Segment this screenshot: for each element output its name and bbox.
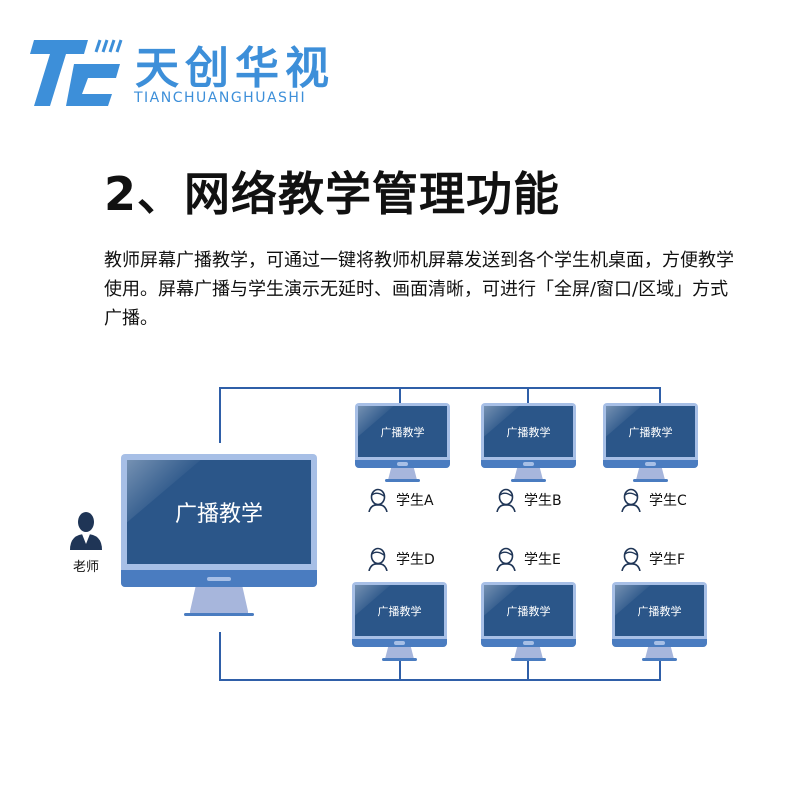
monitor-screen: 广播教学 bbox=[484, 585, 573, 636]
student-icon bbox=[496, 488, 516, 512]
student-icon bbox=[496, 547, 516, 571]
student-label: 学生C bbox=[621, 488, 687, 512]
student-name: 学生F bbox=[649, 552, 686, 568]
monitor-screen: 广播教学 bbox=[484, 406, 573, 457]
monitor-screen: 广播教学 bbox=[355, 585, 444, 636]
connection-line bbox=[399, 387, 401, 404]
connection-line bbox=[219, 387, 221, 443]
student-monitor: 广播教学 bbox=[481, 582, 576, 661]
connection-line bbox=[527, 387, 529, 404]
student-icon bbox=[621, 488, 641, 512]
student-name: 学生E bbox=[524, 552, 561, 568]
connection-line bbox=[219, 632, 221, 680]
student-icon bbox=[368, 488, 388, 512]
student-monitor: 广播教学 bbox=[603, 403, 698, 482]
connection-line bbox=[219, 387, 661, 389]
teacher-monitor: 广播教学 bbox=[121, 454, 317, 616]
student-label: 学生D bbox=[368, 547, 435, 571]
monitor-screen: 广播教学 bbox=[127, 460, 311, 564]
connection-line bbox=[659, 660, 661, 680]
student-label: 学生A bbox=[368, 488, 434, 512]
student-label: 学生B bbox=[496, 488, 562, 512]
student-name: 学生B bbox=[524, 493, 562, 509]
student-monitor: 广播教学 bbox=[612, 582, 707, 661]
teacher-icon bbox=[70, 512, 102, 550]
monitor-screen: 广播教学 bbox=[615, 585, 704, 636]
student-label: 学生E bbox=[496, 547, 561, 571]
student-icon bbox=[368, 547, 388, 571]
student-monitor: 广播教学 bbox=[355, 403, 450, 482]
teacher-label: 老师 bbox=[72, 560, 99, 575]
logo-text-en: TIANCHUANGHUASHI bbox=[134, 90, 307, 106]
description: 教师屏幕广播教学，可通过一键将教师机屏幕发送到各个学生机桌面，方便教学使用。屏幕… bbox=[104, 250, 734, 329]
student-name: 学生D bbox=[396, 552, 435, 568]
student-monitor: 广播教学 bbox=[481, 403, 576, 482]
student-name: 学生A bbox=[396, 493, 434, 509]
connection-line bbox=[399, 660, 401, 680]
student-label: 学生F bbox=[621, 547, 685, 571]
monitor-screen: 广播教学 bbox=[358, 406, 447, 457]
logo-tc-icon bbox=[30, 39, 123, 106]
connection-line bbox=[219, 679, 661, 681]
student-icon bbox=[621, 547, 641, 571]
student-monitor: 广播教学 bbox=[352, 582, 447, 661]
logo-text-cn: 天创华视 bbox=[135, 43, 335, 94]
connection-line bbox=[527, 660, 529, 680]
page-title: 2、网络教学管理功能 bbox=[104, 167, 561, 221]
monitor-screen: 广播教学 bbox=[606, 406, 695, 457]
student-name: 学生C bbox=[649, 493, 687, 509]
connection-line bbox=[659, 387, 661, 404]
